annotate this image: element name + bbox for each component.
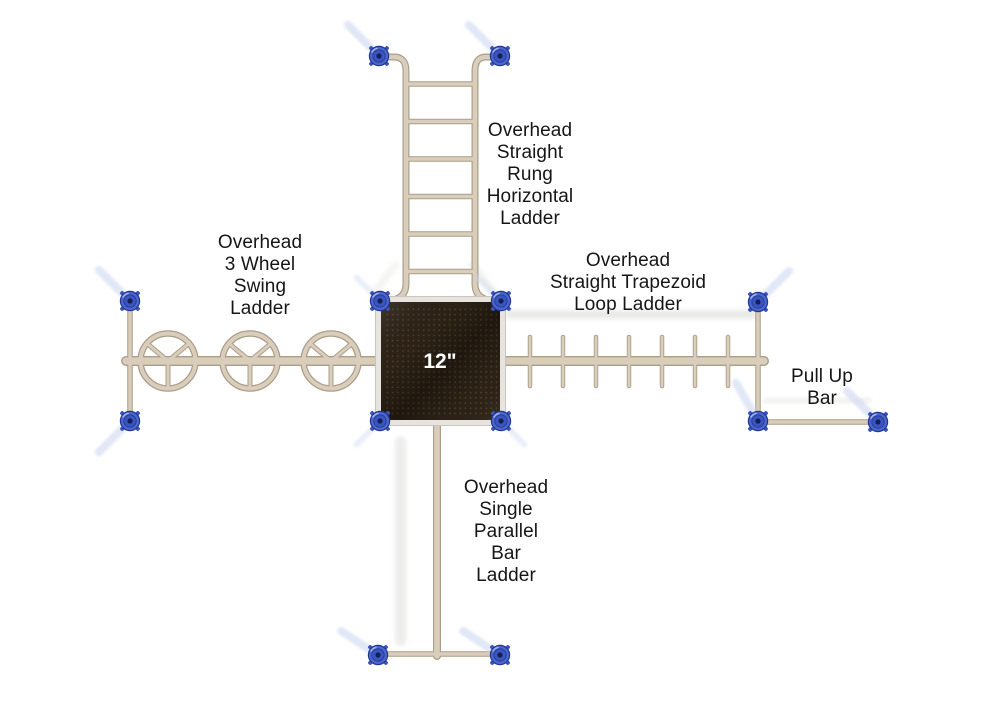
post-connector xyxy=(489,409,513,433)
platform-deck xyxy=(375,296,506,426)
post-connector xyxy=(368,289,392,313)
label-pull-up-bar: Pull Up Bar xyxy=(791,366,853,409)
label-top-ladder: Overhead Straight Rung Horizontal Ladder xyxy=(486,120,574,229)
label-left-ladder: Overhead 3 Wheel Swing Ladder xyxy=(217,232,303,319)
post-connector xyxy=(118,409,142,433)
post-connector xyxy=(489,289,513,313)
post-connector xyxy=(366,643,390,667)
post-connector xyxy=(746,409,770,433)
platform-size-label: 12" xyxy=(423,350,456,373)
label-bottom-ladder: Overhead Single Parallel Bar Ladder xyxy=(463,477,549,586)
post-connector xyxy=(367,44,391,68)
post-connector xyxy=(488,643,512,667)
tube-fill-layer xyxy=(122,54,878,659)
label-right-ladder: Overhead Straight Trapezoid Loop Ladder xyxy=(550,250,706,315)
post-connector xyxy=(866,410,890,434)
post-connector xyxy=(368,409,392,433)
post-connector xyxy=(488,44,512,68)
post-connector xyxy=(746,290,770,314)
platform-sheen xyxy=(381,302,500,420)
post-connector xyxy=(118,289,142,313)
